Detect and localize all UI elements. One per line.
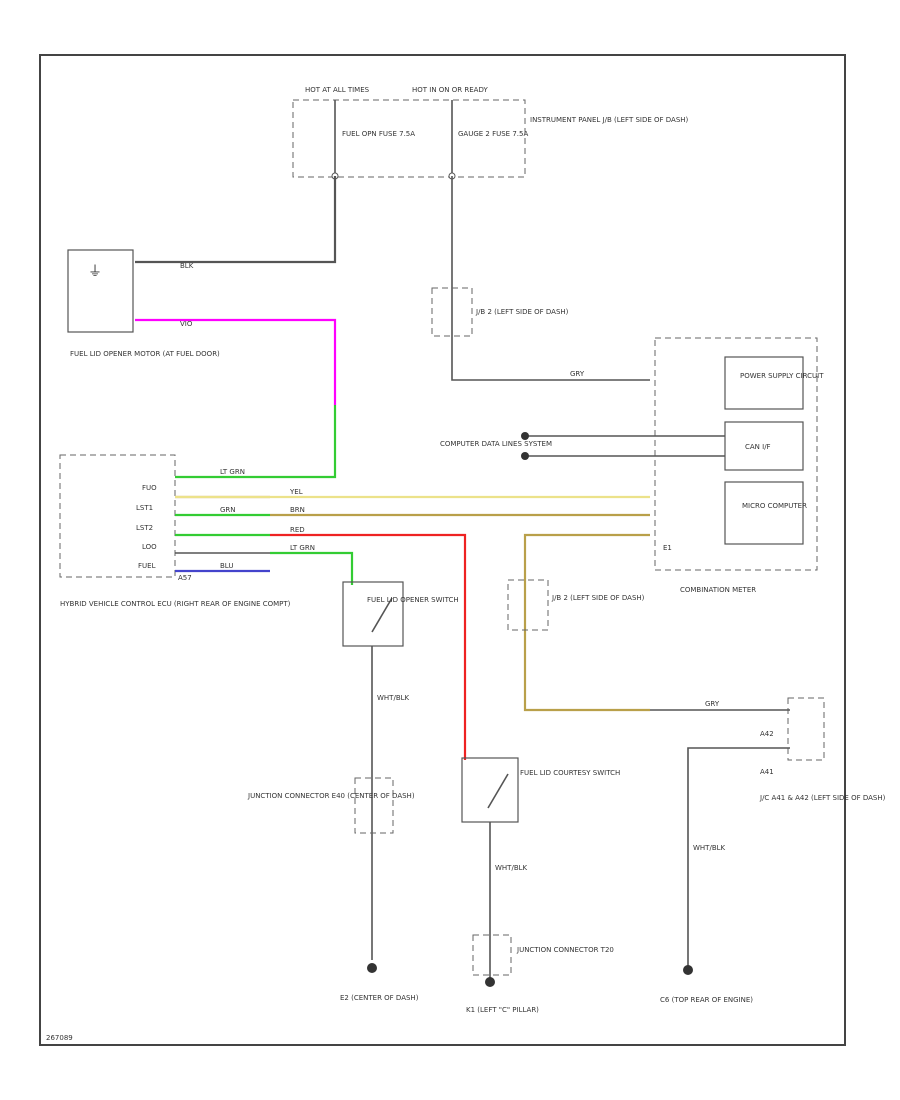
ground-k1-icon (485, 977, 495, 987)
courtesy-switch-label: FUEL LID COURTESY SWITCH (520, 769, 620, 777)
wire-label-blu: BLU (220, 562, 233, 570)
power-supply-label: POWER SUPPLY CIRCUIT (740, 372, 824, 380)
meter-connector-label: E1 (663, 544, 672, 552)
wire-label-gry-right: GRY (705, 700, 720, 708)
computer-data-lines-label: COMPUTER DATA LINES SYSTEM (440, 440, 552, 448)
ecu-pin-lst1: LST1 (136, 504, 153, 512)
wire-label-ltgrn-switch: LT GRN (290, 544, 315, 552)
wire-label-yel: YEL (289, 488, 303, 496)
jc-right-box (787, 697, 825, 761)
ecu-pin-fuel: FUEL (138, 562, 156, 570)
jb-upper-box (431, 287, 473, 337)
ecu-pin-loo: LOO (142, 543, 157, 551)
combination-meter: POWER SUPPLY CIRCUIT CAN I/F MICRO COMPU… (654, 337, 824, 594)
jc-pin-a42: A42 (760, 730, 774, 738)
wire-brn-meter (523, 533, 650, 712)
wire-label-blk: BLK (180, 262, 194, 270)
ecu-pin-fuo: FUO (142, 484, 157, 492)
instrument-panel-jb-label: INSTRUMENT PANEL J/B (LEFT SIDE OF DASH) (530, 116, 689, 124)
ground-e2-label: E2 (CENTER OF DASH) (340, 994, 419, 1002)
jc-right-label: J/C A41 & A42 (LEFT SIDE OF DASH) (759, 794, 886, 802)
wire-label-whtblk-mid: WHT/BLK (495, 864, 528, 872)
fuel-lid-opener-switch: FUEL LID OPENER SWITCH (342, 581, 459, 647)
motor-symbol-icon: ⏚ (88, 264, 102, 280)
junction-mid-label: JUNCTION CONNECTOR T20 (516, 946, 614, 954)
gauge-fuse-label: GAUGE 2 FUSE 7.5A (458, 130, 528, 138)
combination-meter-label: COMBINATION METER (680, 586, 756, 594)
wire-gry-right-lower (687, 747, 790, 968)
fuse-block: HOT AT ALL TIMES HOT IN ON OR READY FUEL… (292, 86, 689, 180)
ecu-pin-lst2: LST2 (136, 524, 153, 532)
jb-lower-label: J/B 2 (LEFT SIDE OF DASH) (551, 594, 645, 602)
footer-code: 267089 (46, 1034, 73, 1042)
ecu-connector-label: A57 (178, 574, 192, 582)
wire-label-red: RED (290, 526, 305, 534)
wire-label-ltgrn-top: LT GRN (220, 468, 245, 476)
wire-vio (135, 318, 337, 405)
fuel-lid-courtesy-switch: FUEL LID COURTESY SWITCH (461, 757, 620, 823)
motor-label: FUEL LID OPENER MOTOR (AT FUEL DOOR) (70, 350, 220, 358)
hot-at-all-times-label: HOT AT ALL TIMES (305, 86, 370, 94)
wire-red (270, 533, 467, 760)
ground-c6-icon (683, 965, 693, 975)
ground-c6-label: C6 (TOP REAR OF ENGINE) (660, 996, 753, 1004)
hot-in-on-label: HOT IN ON OR READY (412, 86, 488, 94)
opener-switch-label: FUEL LID OPENER SWITCH (367, 596, 459, 604)
jc-pin-a41: A41 (760, 768, 774, 776)
wire-ltgrn-motor (175, 405, 337, 479)
hv-ecu-label: HYBRID VEHICLE CONTROL ECU (RIGHT REAR O… (60, 600, 291, 608)
canif-label: CAN I/F (745, 443, 771, 451)
wire-blk-fuel-opn (135, 176, 337, 264)
wire-label-grn: GRN (220, 506, 236, 514)
fuel-lid-opener-motor: ⏚ FUEL LID OPENER MOTOR (AT FUEL DOOR) (67, 249, 220, 358)
ground-e2-icon (367, 963, 377, 973)
micro-computer-label: MICRO COMPUTER (742, 502, 807, 510)
wire-label-whtblk-right: WHT/BLK (693, 844, 726, 852)
wire-gry-gauge (451, 176, 650, 381)
junction-mid-box (472, 934, 512, 976)
jb-lower-box (507, 579, 549, 631)
computer-data-lines: COMPUTER DATA LINES SYSTEM (440, 432, 725, 460)
junction-left-label: JUNCTION CONNECTOR E40 (CENTER OF DASH) (247, 792, 415, 800)
wire-label-whtblk-left: WHT/BLK (377, 694, 410, 702)
ground-k1-label: K1 (LEFT "C" PILLAR) (466, 1006, 539, 1014)
diagram-border (39, 54, 846, 1046)
wire-ltgrn-switch (270, 551, 354, 585)
wire-label-vio: VIO (180, 320, 193, 328)
wire-label-gry: GRY (570, 370, 585, 378)
wire-label-brn: BRN (290, 506, 305, 514)
jb-upper-label: J/B 2 (LEFT SIDE OF DASH) (475, 308, 569, 316)
junction-left-box (354, 777, 394, 834)
fuel-opn-fuse-label: FUEL OPN FUSE 7.5A (342, 130, 415, 138)
